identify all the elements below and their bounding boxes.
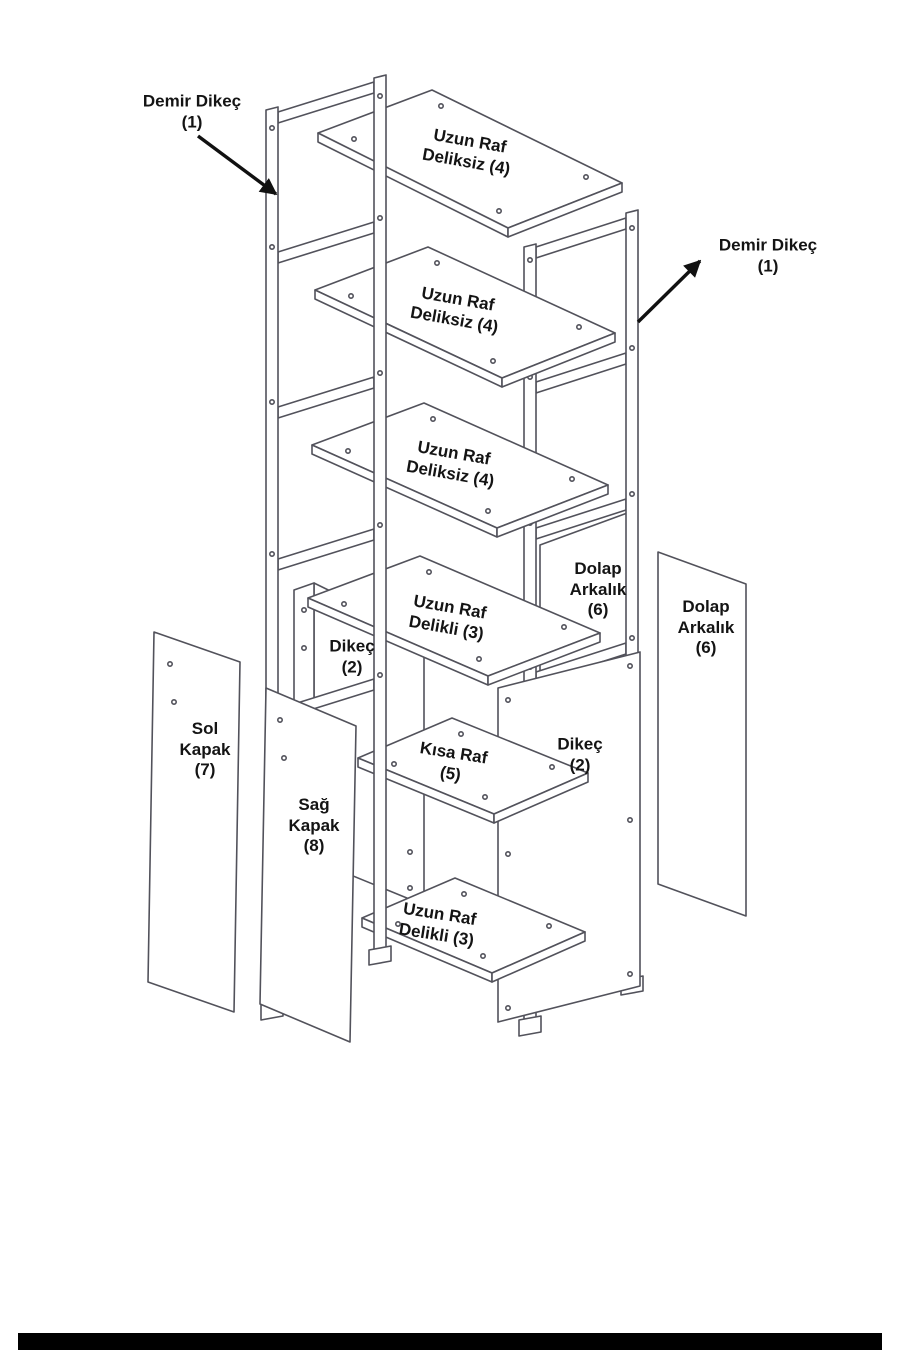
shelf-uzun-raf-deliksiz-top — [317, 89, 623, 238]
label-line: Arkalık — [569, 579, 627, 599]
label-line: (6) — [587, 600, 609, 620]
label-line: Sağ — [298, 794, 330, 814]
label-line: Dikeç — [557, 734, 603, 754]
shelf-edge — [491, 931, 586, 983]
label-sol-kapak: Sol Kapak (7) — [179, 719, 230, 781]
frame-crossbar — [535, 217, 627, 259]
label-line: Sol — [191, 718, 219, 738]
frame-crossbar — [277, 376, 375, 419]
label-line: Demir Dikeç — [718, 235, 818, 255]
screw-holes — [350, 103, 589, 215]
arrow-demir-dikec-right — [636, 259, 702, 324]
label-line: (2) — [341, 657, 363, 676]
callout-arrows — [196, 134, 702, 324]
frame-foot — [368, 945, 392, 966]
screw-holes — [394, 890, 552, 959]
screw-holes — [276, 716, 287, 761]
label-line: Kapak — [288, 815, 340, 835]
panel-face — [147, 631, 241, 1013]
label-line: (1) — [757, 256, 779, 275]
shelf-edge — [496, 484, 609, 538]
shelf-edge — [487, 632, 601, 686]
right-door-panel — [259, 687, 357, 1043]
shelf-uzun-raf-deliksiz-mid — [314, 246, 616, 388]
shelf-uzun-raf-delikli-lower — [361, 877, 586, 983]
label-dolap-arkalik-outer: Dolap Arkalık (6) — [678, 597, 735, 659]
label-line: Kapak — [179, 739, 231, 759]
frame-crossbar — [277, 221, 375, 264]
screw-holes — [347, 259, 582, 364]
screw-holes — [344, 415, 575, 514]
label-line: Dolap — [574, 558, 622, 578]
left-door-panel — [147, 631, 241, 1013]
label-line: (6) — [695, 638, 717, 658]
label-line: Dikeç — [329, 636, 375, 656]
label-demir-dikec-right: Demir Dikeç (1) — [719, 235, 817, 276]
screw-holes — [300, 606, 413, 891]
shelf-edge — [501, 332, 616, 388]
frame-foot — [518, 1015, 542, 1037]
frame-crossbar — [277, 528, 375, 571]
panel-face — [259, 687, 357, 1043]
label-line: Demir Dikeç — [142, 91, 242, 111]
cabinet-back-panel-outer — [657, 551, 747, 917]
screw-holes — [504, 662, 633, 1011]
label-sag-kapak: Sağ Kapak (8) — [288, 795, 339, 857]
label-demir-dikec-left: Demir Dikeç (1) — [143, 91, 241, 132]
label-line: (2) — [569, 755, 591, 774]
screw-holes — [340, 568, 567, 662]
shelf-edge — [507, 182, 623, 238]
label-line: (7) — [194, 760, 216, 780]
arrow-demir-dikec-left — [196, 134, 278, 196]
screw-holes — [390, 730, 555, 800]
frame-rail — [373, 74, 387, 956]
shelf-kisa-raf — [357, 717, 589, 824]
label-dikec-left: Dikeç (2) — [329, 636, 374, 677]
bottom-bar — [18, 1333, 882, 1350]
label-line: (8) — [303, 836, 325, 856]
shelf-edge — [493, 772, 589, 824]
label-line: Dolap — [682, 596, 730, 616]
label-dolap-arkalik-inner: Dolap Arkalık (6) — [570, 559, 627, 621]
label-dikec-right: Dikeç (2) — [557, 734, 602, 775]
screw-holes — [167, 660, 178, 705]
panel-face — [657, 551, 747, 917]
label-line: Arkalık — [677, 617, 735, 637]
label-line: (1) — [181, 112, 203, 131]
